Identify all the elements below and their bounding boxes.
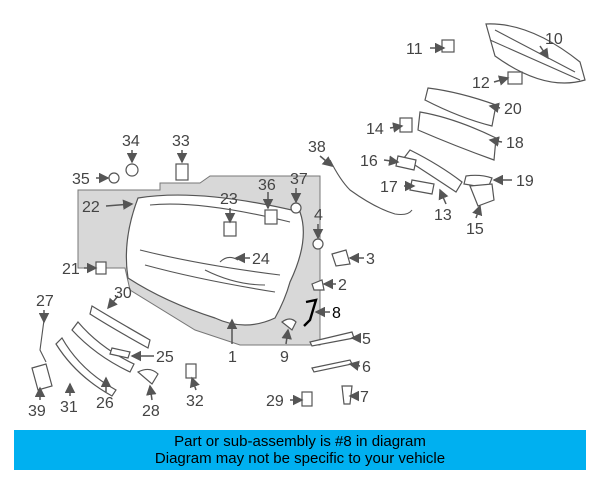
part-37[interactable] [290, 202, 302, 214]
part-4[interactable] [312, 238, 324, 250]
part-14[interactable] [399, 117, 413, 133]
part-21[interactable] [95, 261, 107, 275]
callout-31[interactable]: 31 [60, 399, 78, 416]
callout-23[interactable]: 23 [220, 191, 238, 208]
callout-20[interactable]: 20 [504, 101, 522, 118]
wire-harness-38-part[interactable] [329, 159, 413, 216]
banner-disclaimer: Diagram may not be specific to your vehi… [154, 450, 446, 467]
part-6[interactable] [311, 359, 353, 373]
callout-15[interactable]: 15 [466, 221, 484, 238]
grille-26-part[interactable] [71, 321, 135, 373]
energy-absorber-part[interactable] [424, 87, 497, 127]
part-3[interactable] [331, 249, 351, 267]
callout-39[interactable]: 39 [28, 403, 46, 420]
part-7[interactable] [341, 385, 353, 405]
bracket-18-part[interactable] [417, 111, 497, 161]
part-25[interactable] [109, 347, 131, 359]
callout-26[interactable]: 26 [96, 395, 114, 412]
part-9[interactable] [281, 318, 297, 331]
info-banner: Part or sub-assembly is #8 in diagram Di… [14, 430, 586, 470]
grille-31-part[interactable] [55, 337, 117, 397]
callout-14[interactable]: 14 [366, 121, 384, 138]
callout-38[interactable]: 38 [308, 139, 326, 156]
highlighted-part-8[interactable] [303, 298, 318, 327]
callout-11[interactable]: 11 [406, 41, 423, 58]
callout-29[interactable]: 29 [266, 393, 284, 410]
part-2[interactable] [311, 279, 325, 291]
callout-18[interactable]: 18 [506, 135, 524, 152]
callout-9[interactable]: 9 [280, 349, 289, 366]
part-15[interactable] [469, 183, 495, 207]
part-35[interactable] [108, 172, 120, 184]
callout-7[interactable]: 7 [360, 389, 369, 406]
callout-25[interactable]: 25 [156, 349, 174, 366]
banner-part-notice: Part or sub-assembly is #8 in diagram [174, 433, 426, 450]
callout-30[interactable]: 30 [114, 285, 132, 302]
part-28[interactable] [136, 368, 159, 385]
part-29[interactable] [301, 391, 313, 407]
callout-27[interactable]: 27 [36, 293, 54, 310]
part-12[interactable] [507, 71, 523, 85]
callout-1[interactable]: 1 [228, 349, 237, 366]
callout-17[interactable]: 17 [380, 179, 398, 196]
part-36[interactable] [264, 209, 278, 225]
parts-diagram: 10 11 12 20 14 18 16 17 19 13 15 38 34 3… [28, 23, 586, 420]
callout-16[interactable]: 16 [360, 153, 378, 170]
callout-33[interactable]: 33 [172, 133, 190, 150]
callout-19[interactable]: 19 [516, 173, 534, 190]
callout-5[interactable]: 5 [362, 331, 371, 348]
callout-3[interactable]: 3 [366, 251, 375, 268]
callout-37[interactable]: 37 [290, 171, 308, 188]
part-32[interactable] [185, 363, 197, 379]
part-34[interactable] [125, 163, 139, 177]
grille-30-part[interactable] [89, 305, 151, 349]
callout-labels: 10 11 12 20 14 18 16 17 19 13 15 38 34 3… [28, 31, 563, 420]
callout-6[interactable]: 6 [362, 359, 371, 376]
callout-34[interactable]: 34 [122, 133, 140, 150]
callout-12[interactable]: 12 [472, 75, 490, 92]
callout-10[interactable]: 10 [545, 31, 563, 48]
callout-8[interactable]: 8 [332, 305, 341, 322]
part-39[interactable] [31, 363, 53, 391]
reinforcement-bar-part[interactable] [485, 23, 586, 84]
part-17[interactable] [409, 179, 435, 195]
part-33[interactable] [175, 163, 189, 181]
part-11[interactable] [441, 39, 455, 53]
callout-24[interactable]: 24 [252, 251, 270, 268]
callout-35[interactable]: 35 [72, 171, 90, 188]
callout-22[interactable]: 22 [82, 199, 100, 216]
leader-lines [34, 42, 549, 406]
part-27[interactable] [39, 319, 47, 363]
callout-36[interactable]: 36 [258, 177, 276, 194]
callout-21[interactable]: 21 [62, 261, 80, 278]
part-23[interactable] [223, 221, 237, 237]
callout-2[interactable]: 2 [338, 277, 347, 294]
callout-28[interactable]: 28 [142, 403, 160, 420]
callout-32[interactable]: 32 [186, 393, 204, 410]
callout-4[interactable]: 4 [314, 207, 323, 224]
callout-13[interactable]: 13 [434, 207, 452, 224]
